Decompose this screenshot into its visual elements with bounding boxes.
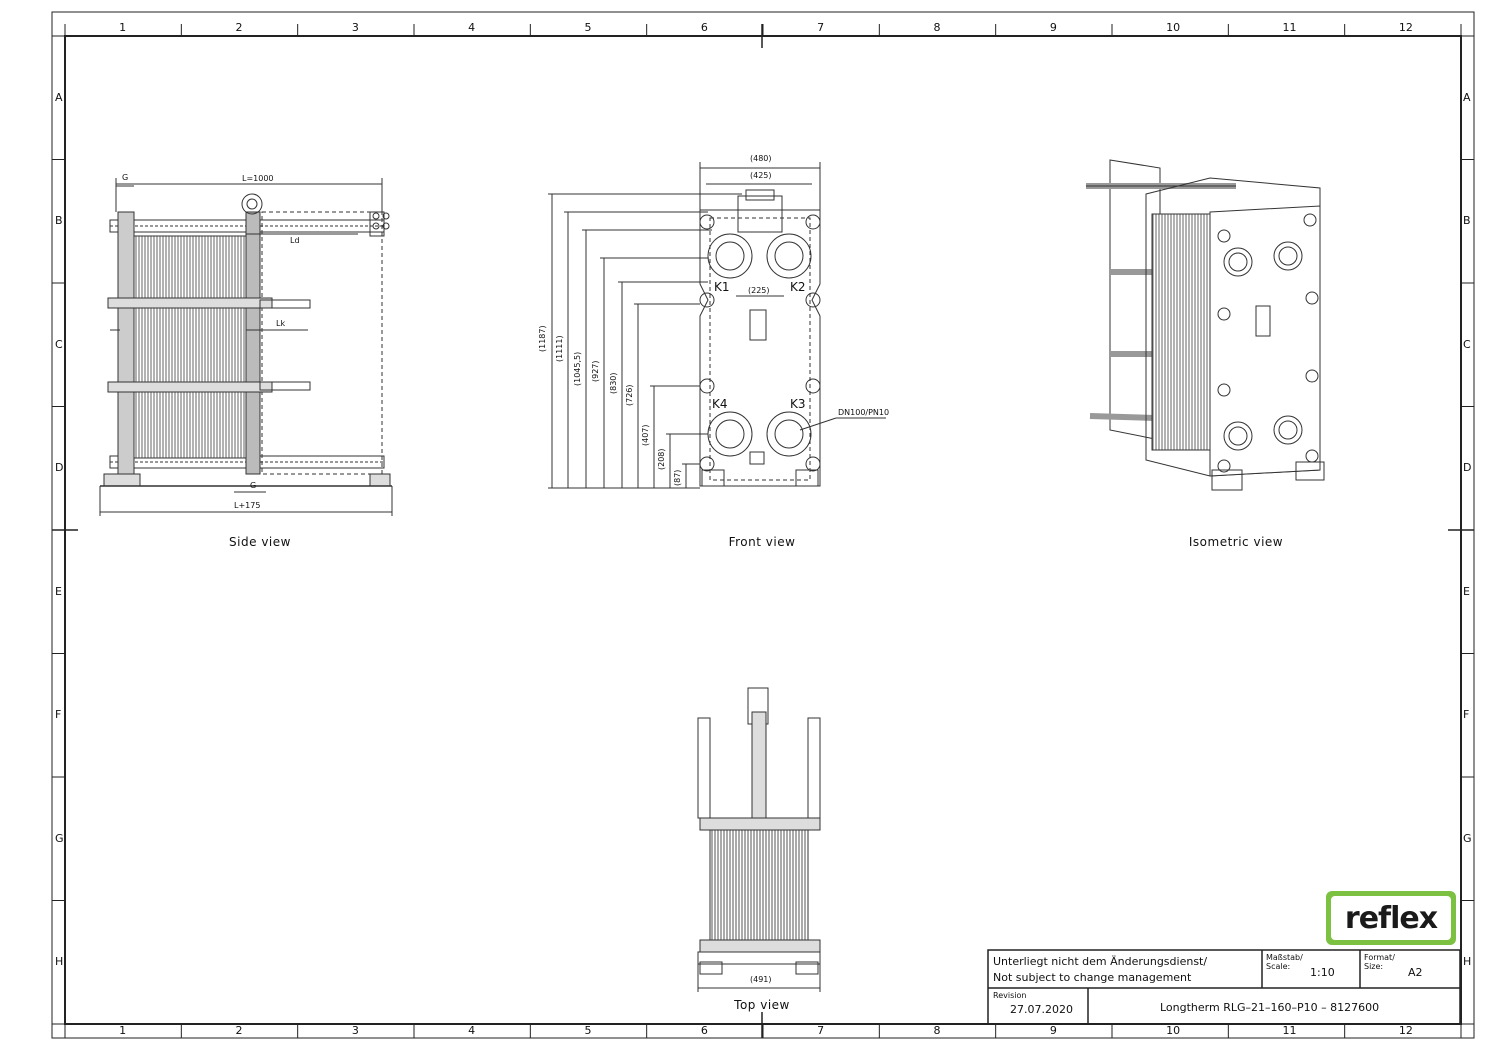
side-dim-l175: L+175 <box>234 501 261 510</box>
notice-de: Unterliegt nicht dem Änderungsdienst/ <box>993 955 1208 968</box>
top-view-title: Top view <box>734 998 790 1012</box>
grid-row-left-F: F <box>55 708 62 722</box>
isometric-view-drawing <box>1086 159 1325 491</box>
scale-label-en: Scale: <box>1266 962 1291 971</box>
product-title: Longtherm RLG–21–160–P10 – 8127600 <box>1160 1001 1380 1014</box>
grid-col-top-3: 3 <box>351 21 359 34</box>
grid-row-left-B: B <box>55 214 63 228</box>
scale-label-de: Maßstab/ <box>1266 953 1303 962</box>
revision-date: 27.07.2020 <box>1010 1003 1073 1016</box>
grid-row-left-C: C <box>55 337 63 351</box>
front-dim-1045: (1045,5) <box>573 351 582 386</box>
grid-col-bottom-11: 11 <box>1282 1024 1297 1037</box>
grid-col-top-10: 10 <box>1166 21 1181 34</box>
front-dim-425: (425) <box>750 171 772 180</box>
grid-row-left-G: G <box>55 831 64 845</box>
logo-text: reflex <box>1344 900 1438 936</box>
side-dim-l: L=1000 <box>242 174 274 183</box>
grid-col-top-4: 4 <box>468 21 476 34</box>
grid-col-bottom-12: 12 <box>1398 1024 1413 1037</box>
grid-col-top-1: 1 <box>119 21 127 34</box>
scale-value: 1:10 <box>1310 966 1335 979</box>
grid-row-right-C: C <box>1463 337 1471 351</box>
grid-col-bottom-10: 10 <box>1166 1024 1181 1037</box>
front-dim-726: (726) <box>625 384 634 406</box>
port-k4: K4 <box>712 397 728 411</box>
grid-row-left-H: H <box>55 955 64 969</box>
format-value: A2 <box>1408 966 1423 979</box>
front-dim-225: (225) <box>748 286 770 295</box>
grid-row-right-B: B <box>1463 214 1471 228</box>
grid-col-top-11: 11 <box>1282 21 1297 34</box>
grid-col-top-6: 6 <box>700 21 708 34</box>
grid-col-bottom-3: 3 <box>351 1024 359 1037</box>
notice-en: Not subject to change management <box>993 971 1192 984</box>
grid-col-bottom-2: 2 <box>235 1024 243 1037</box>
grid-col-bottom-9: 9 <box>1049 1024 1057 1037</box>
front-view-drawing <box>548 162 886 489</box>
side-view-title: Side view <box>229 535 291 549</box>
front-dim-87: (87) <box>673 469 682 486</box>
port-k1: K1 <box>714 280 730 294</box>
grid-row-left-E: E <box>55 584 62 598</box>
grid-row-right-A: A <box>1463 90 1471 104</box>
front-dim-1187: (1187) <box>538 325 547 352</box>
side-view-drawing <box>99 178 393 516</box>
grid-col-top-2: 2 <box>235 21 243 34</box>
port-k3: K3 <box>790 397 806 411</box>
title-block <box>987 949 1461 1025</box>
grid-col-top-9: 9 <box>1049 21 1057 34</box>
side-dim-g-top: G <box>122 173 129 182</box>
connection-size: DN100/PN10 <box>838 408 890 417</box>
format-label-de: Format/ <box>1364 953 1395 962</box>
front-dim-480: (480) <box>750 154 772 163</box>
top-view-drawing <box>697 687 821 992</box>
grid-row-right-H: H <box>1463 955 1472 969</box>
front-dim-407: (407) <box>641 424 650 446</box>
front-dim-830: (830) <box>609 372 618 394</box>
revision-label: Revision <box>993 991 1027 1000</box>
isometric-view-title: Isometric view <box>1188 535 1284 549</box>
side-dim-lk: Lk <box>276 319 286 328</box>
front-dim-927: (927) <box>591 360 600 382</box>
grid-col-top-5: 5 <box>584 21 592 34</box>
grid-row-right-D: D <box>1463 461 1472 475</box>
grid-col-bottom-7: 7 <box>817 1024 825 1037</box>
side-dim-g-bottom: G <box>250 481 257 490</box>
front-dim-208: (208) <box>657 448 666 470</box>
grid-row-right-E: E <box>1463 584 1470 598</box>
grid-row-right-G: G <box>1463 831 1472 845</box>
grid-row-right-F: F <box>1463 708 1470 722</box>
grid-col-bottom-5: 5 <box>584 1024 592 1037</box>
side-dim-ld: Ld <box>290 236 300 245</box>
top-dim-491: (491) <box>750 975 772 984</box>
grid-col-top-8: 8 <box>933 21 941 34</box>
grid-col-bottom-8: 8 <box>933 1024 941 1037</box>
grid-row-left-A: A <box>55 90 63 104</box>
grid-col-bottom-1: 1 <box>119 1024 127 1037</box>
format-label-en: Size: <box>1364 962 1384 971</box>
port-k2: K2 <box>790 280 806 294</box>
grid-col-bottom-6: 6 <box>700 1024 708 1037</box>
grid-col-top-12: 12 <box>1398 21 1413 34</box>
front-view-title: Front view <box>728 535 796 549</box>
grid-row-left-D: D <box>55 461 64 475</box>
grid-col-bottom-4: 4 <box>468 1024 476 1037</box>
front-dim-1111: (1111) <box>555 335 564 362</box>
grid-col-top-7: 7 <box>817 21 825 34</box>
reflex-logo: reflex <box>1326 891 1456 945</box>
